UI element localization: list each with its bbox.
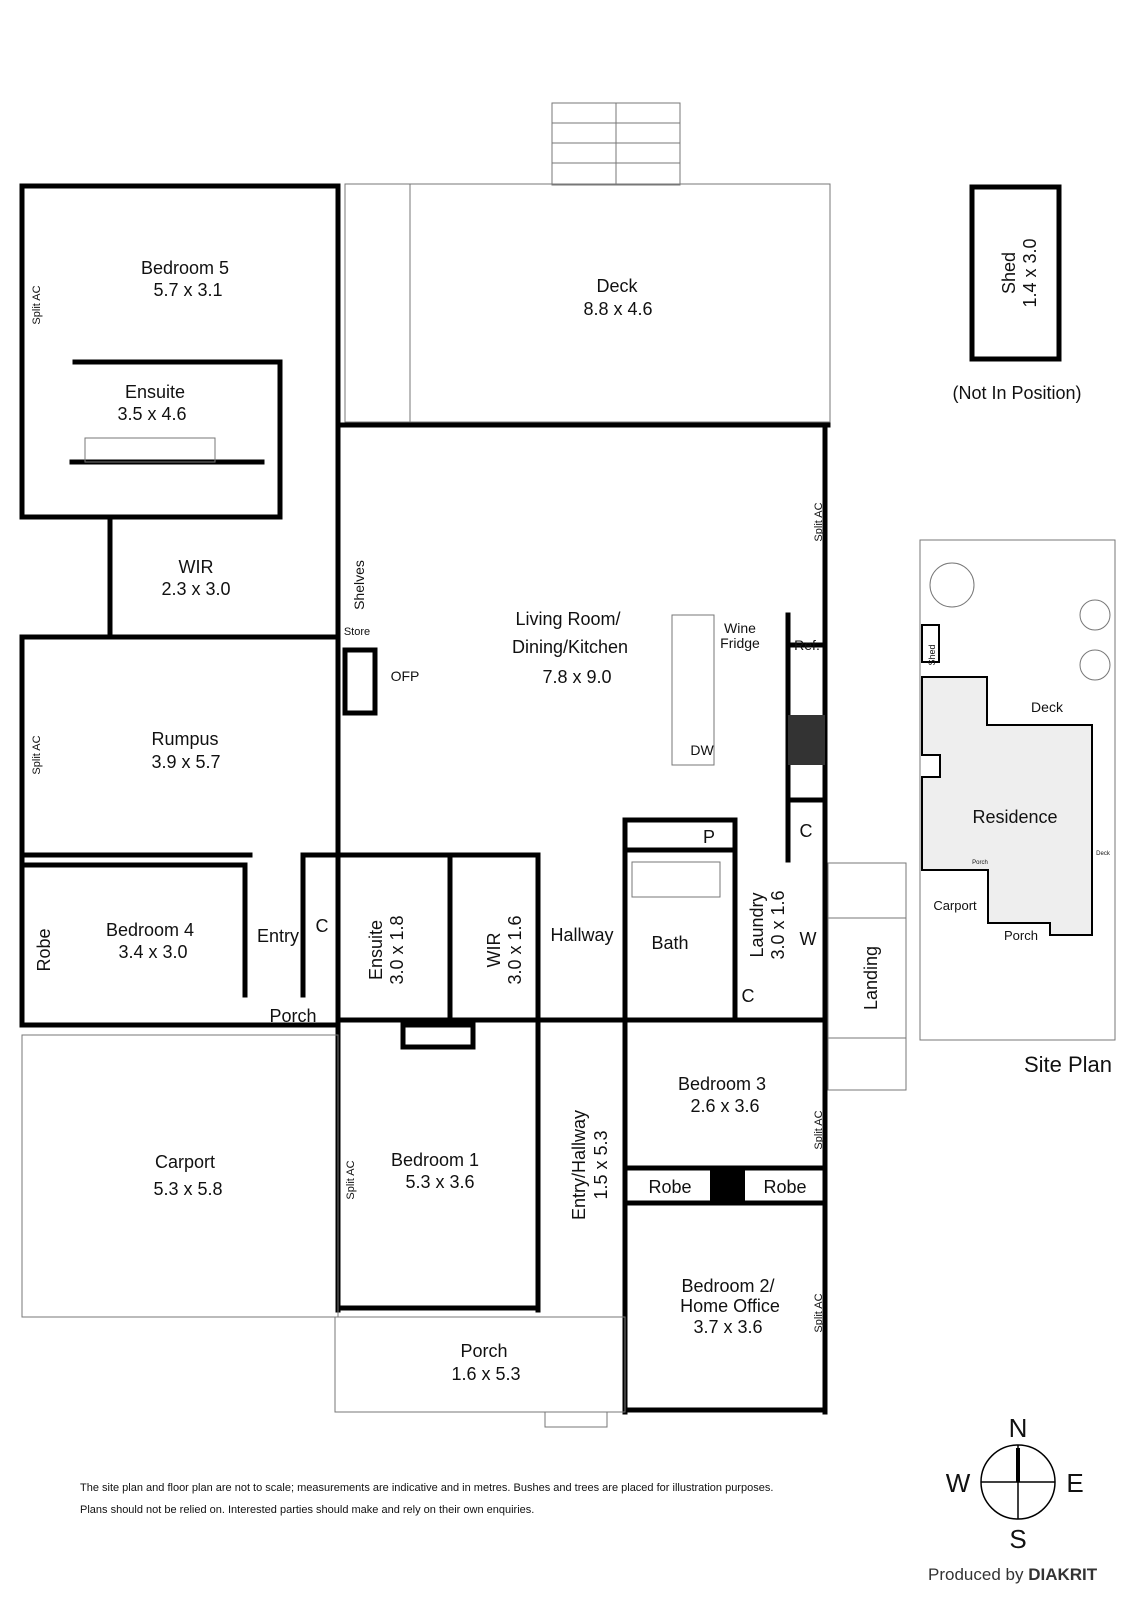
room-size: 1.5 x 5.3 [591,1130,611,1199]
room-label: WIR [484,933,504,968]
room-label: Bath [651,933,688,953]
room-size: 3.9 x 5.7 [151,752,220,772]
room-size: 3.0 x 1.6 [768,890,788,959]
room-label: Living Room/ [515,609,620,629]
room-label: Hallway [550,925,613,945]
compass-icon [980,1444,1056,1520]
landing-steps [827,862,907,1091]
svg-text:Deck: Deck [1096,851,1111,857]
room-label: Robe [648,1177,691,1197]
svg-text:Carport: Carport [933,898,977,913]
room-label: Deck [596,276,638,296]
producer-credit: Produced by DIAKRIT [928,1565,1098,1584]
svg-text:Deck: Deck [1031,699,1064,715]
compass-n: N [1009,1413,1028,1443]
room-label: Bedroom 2/ [681,1276,774,1296]
room-label: Bedroom 1 [391,1150,479,1170]
svg-text:Porch: Porch [972,860,988,866]
disclaimer-line-2: Plans should not be relied on. Intereste… [80,1504,535,1516]
room-size: 5.3 x 5.8 [153,1179,222,1199]
room-size: 3.0 x 1.6 [505,915,525,984]
bathtub-icon [631,861,721,898]
room-label: C [742,986,755,1006]
disclaimer-line-1: The site plan and floor plan are not to … [80,1482,774,1494]
split-ac-label: Split AC [813,1110,825,1149]
room-label: Ensuite [125,382,185,402]
room-label: Entry [257,926,299,946]
room-label: WIR [179,557,214,577]
room-label: Home Office [680,1296,780,1316]
deck-outline [344,183,831,423]
room-label: Porch [269,1006,316,1026]
room-label: Store [344,626,370,638]
room-label: Laundry [747,892,767,957]
ofp-fireplace-icon [342,647,378,716]
room-label: Wine [724,620,756,636]
room-label: Carport [155,1152,215,1172]
porch-outline [334,1316,626,1413]
room-label: Ensuite [366,920,386,980]
deck-steps [551,102,681,186]
compass-e: E [1066,1468,1083,1498]
shed-note: (Not In Position) [952,383,1081,403]
svg-text:Porch: Porch [1004,928,1038,943]
shed-outline [969,184,1062,362]
fireplace-icon [400,1022,476,1050]
split-ac-label: Split AC [31,735,43,774]
vanity-icon [84,437,216,463]
room-label: Bedroom 5 [141,258,229,278]
site-plan-title: Site Plan [1024,1052,1112,1077]
room-label: OFP [391,668,420,684]
walls [19,183,831,1415]
room-label: DW [690,742,714,758]
room-label: Landing [861,946,881,1010]
compass-w: W [946,1468,971,1498]
room-size: 5.3 x 3.6 [405,1172,474,1192]
room-size: 8.8 x 4.6 [583,299,652,319]
kitchen-island [671,614,715,766]
svg-text:Residence: Residence [972,807,1057,827]
cooktop-icon [788,715,825,765]
room-size: 1.6 x 5.3 [451,1364,520,1384]
room-label: Ref. [794,637,820,653]
room-label: W [800,929,817,949]
room-size: 3.4 x 3.0 [118,942,187,962]
room-label: Rumpus [151,729,218,749]
room-label: C [800,821,813,841]
split-ac-label: Split AC [813,1293,825,1332]
room-label: Bedroom 3 [678,1074,766,1094]
split-ac-label: Split AC [31,285,43,324]
split-ac-label: Split AC [813,502,825,541]
room-label: Entry/Hallway [569,1110,589,1220]
room-label: Bedroom 4 [106,920,194,940]
compass-s: S [1009,1524,1026,1554]
room-label: Robe [34,928,54,971]
svg-text:Shed: Shed [927,644,937,665]
carport-outline [21,1034,339,1318]
site-plan: Shed Deck Residence Porch Deck Carport P… [919,539,1116,1041]
room-label: Porch [460,1341,507,1361]
room-label: C [316,916,329,936]
room-label: Shed [999,252,1019,294]
room-label: Shelves [351,560,367,610]
room-label: P [703,827,715,847]
room-size: 7.8 x 9.0 [542,667,611,687]
room-size: 3.7 x 3.6 [693,1317,762,1337]
room-label: Robe [763,1177,806,1197]
room-size: 3.0 x 1.8 [387,915,407,984]
room-size: 2.6 x 3.6 [690,1096,759,1116]
room-size: 1.4 x 3.0 [1020,238,1040,307]
room-size: 5.7 x 3.1 [153,280,222,300]
room-label: Dining/Kitchen [512,637,628,657]
split-ac-label: Split AC [345,1160,357,1199]
room-label: Fridge [720,635,760,651]
room-size: 3.5 x 4.6 [117,404,186,424]
room-size: 2.3 x 3.0 [161,579,230,599]
